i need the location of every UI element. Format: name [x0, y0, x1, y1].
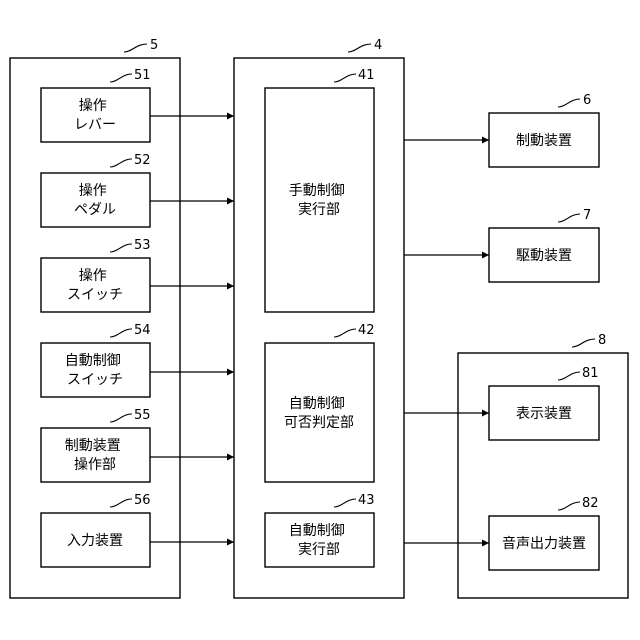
ref-number-8: 8 [598, 333, 606, 348]
ref-number-53: 53 [134, 238, 151, 253]
ref-leader-56 [110, 499, 132, 507]
ref-number-51: 51 [134, 68, 151, 83]
ref-leader-51 [110, 74, 132, 82]
ref-number-41: 41 [358, 68, 375, 83]
ref-leader-81 [558, 372, 580, 380]
ref-leader-53 [110, 244, 132, 252]
ref-leader-52 [110, 159, 132, 167]
drive-device-label: 駆動装置 [516, 248, 572, 264]
ref-leader-41 [334, 74, 356, 82]
manual-control-execution-box [265, 88, 374, 312]
ref-number-81: 81 [582, 366, 599, 381]
ref-number-43: 43 [358, 493, 375, 508]
auto-control-judgment-box [265, 343, 374, 482]
ref-leader-7 [558, 214, 580, 222]
ref-number-82: 82 [582, 496, 599, 511]
ref-leader-6 [558, 99, 580, 107]
ref-leader-82 [558, 502, 580, 510]
ref-leader-42 [334, 329, 356, 337]
audio-output-device-label: 音声出力装置 [502, 535, 586, 552]
ref-leader-5 [124, 44, 147, 52]
operation-pedal-box [41, 173, 150, 227]
brake-device-label: 制動装置 [516, 133, 572, 149]
ref-leader-4 [348, 44, 371, 52]
ref-number-52: 52 [134, 153, 151, 168]
operation-switch-box [41, 258, 150, 312]
auto-control-switch-box [41, 343, 150, 397]
ref-leader-8 [572, 339, 595, 347]
ref-number-42: 42 [358, 323, 375, 338]
display-device-label: 表示装置 [516, 406, 572, 422]
operation-lever-box [41, 88, 150, 142]
ref-number-55: 55 [134, 408, 151, 423]
ref-number-4: 4 [374, 38, 382, 53]
auto-control-execution-box [265, 513, 374, 567]
ref-leader-54 [110, 329, 132, 337]
ref-leader-55 [110, 414, 132, 422]
ref-number-7: 7 [583, 208, 591, 223]
ref-number-56: 56 [134, 493, 151, 508]
ref-number-5: 5 [150, 38, 158, 53]
ref-number-54: 54 [134, 323, 151, 338]
ref-leader-43 [334, 499, 356, 507]
ref-number-6: 6 [583, 93, 591, 108]
brake-operation-unit-box [41, 428, 150, 482]
input-device-label: 入力装置 [67, 533, 123, 549]
